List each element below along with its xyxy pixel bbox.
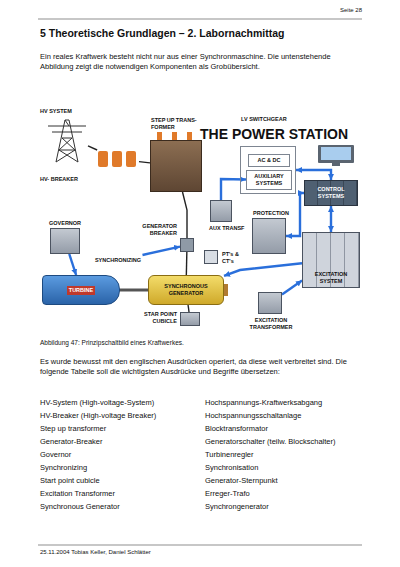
transformer-bushing — [172, 132, 177, 140]
power-line — [186, 252, 188, 275]
node-label: AC & DC — [258, 157, 281, 164]
synchronizing-label: SYNCHRONIZING — [92, 255, 145, 266]
table-cell: Hochspannungs-Kraftwerksabgang — [205, 398, 365, 408]
section-heading: 5 Theoretische Grundlagen – 2. Labornach… — [40, 27, 362, 41]
body-text: Ein reales Kraftwerk besteht nicht nur a… — [40, 52, 362, 72]
table-cell: Erreger-Trafo — [205, 489, 365, 499]
table-cell: Hochspannungsschaltanlage — [205, 411, 365, 421]
header-rule — [38, 19, 362, 20]
step-up-transformer: STEP UP TRANS- FORMER — [150, 140, 202, 192]
table-cell: Start point cubicle — [40, 476, 200, 486]
monitor-stand — [332, 163, 340, 166]
table-cell: Generator-Sternpunkt — [205, 476, 365, 486]
excitation-transformer: EXCITATION TRANSFORMER — [258, 292, 282, 314]
table-cell: Synchronizing — [40, 463, 200, 473]
node-label: SYNCHRONIZING — [95, 257, 141, 264]
table-cell: Blocktransformator — [205, 424, 365, 434]
signal-arrow — [296, 170, 331, 180]
signal-arrow — [224, 263, 302, 276]
node-label: CONTROL SYSTEMS — [305, 186, 357, 200]
node-label: EXCITATION SYSTEM — [303, 271, 359, 285]
transformer-bushing — [187, 132, 192, 140]
signal-arrow — [142, 247, 180, 255]
table-cell: Excitation Transformer — [40, 489, 200, 499]
node-label: HV- BREAKER — [40, 176, 78, 183]
monitor-screen — [321, 147, 351, 160]
signal-arrow — [282, 280, 302, 294]
breaker-pole — [112, 151, 122, 167]
transformer-bushing — [157, 132, 162, 140]
power-line — [183, 192, 188, 238]
turbine: TURBINE — [42, 275, 120, 305]
power-line — [88, 146, 97, 150]
breaker-pole — [98, 151, 108, 167]
signal-arrow — [69, 254, 76, 275]
table-cell: Step up transformer — [40, 424, 200, 434]
body-text: Es wurde bewusst mit den englischen Ausd… — [40, 357, 362, 377]
node-label: AUX TRANSF — [209, 225, 244, 232]
panel-box: AC & DC — [248, 154, 290, 167]
governor-cabinet: GOVERNOR — [50, 228, 80, 254]
table-cell: HV-Breaker (High-voltage Breaker) — [40, 411, 200, 421]
power-line — [187, 305, 189, 312]
star-point-cubicle: STAR POINT CUBICLE — [180, 312, 200, 326]
protection-cabinet: PROTECTION — [252, 218, 286, 254]
instrument-transformer: PT's & CT's — [204, 250, 218, 264]
monitor — [318, 145, 354, 163]
signal-arrow — [221, 179, 246, 200]
signal-arrow — [330, 206, 332, 232]
node-label: GOVERNOR — [49, 220, 81, 227]
diagram-heading: THE POWER STATION — [200, 125, 348, 143]
node-label: PROTECTION — [253, 210, 289, 217]
aux-transformer: AUX TRANSF — [210, 200, 232, 222]
synchronous-generator: SYNCHRONOUS GENERATOR — [148, 275, 224, 305]
generator-breaker: GENERATOR BREAKER — [180, 238, 194, 252]
table-cell: Generatorschalter (teilw. Blockschalter) — [205, 437, 365, 447]
footer-text: 25.11.2004 Tobias Keller, Daniel Schlätt… — [40, 549, 362, 557]
table-cell: Turbinenregler — [205, 450, 365, 460]
node-label: STEP UP TRANS- FORMER — [151, 117, 201, 131]
hv-system: HV SYSTEM — [40, 108, 88, 162]
node-label: HV SYSTEM — [40, 108, 72, 115]
node-label: PT's & CT's — [222, 251, 250, 265]
figure-caption: Abbildung 47: Prinzipschaltbild eines Kr… — [40, 339, 362, 347]
node-label: EXCITATION TRANSFORMER — [245, 317, 297, 331]
node-label: TURBINE — [67, 286, 95, 295]
control-cabinet: CONTROL SYSTEMS — [304, 180, 358, 206]
transmission-tower — [48, 120, 86, 162]
lv-switchgear: AC & DCAUXILIARY SYSTEMSLV SWITCHGEAR — [240, 146, 296, 194]
table-cell: Synchrongenerator — [205, 502, 365, 512]
node-label: SYNCHRONOUS GENERATOR — [149, 283, 223, 297]
node-label: AUXILIARY SYSTEMS — [247, 173, 291, 187]
page-number: Seite 28 — [300, 7, 362, 15]
table-cell: HV-System (High-voltage-System) — [40, 398, 200, 408]
power-line — [139, 162, 150, 163]
excitation-cabinet: EXCITATION SYSTEM — [302, 232, 360, 288]
footer-rule — [38, 545, 362, 546]
panel-box: AUXILIARY SYSTEMS — [246, 170, 292, 190]
table-cell: Generator-Breaker — [40, 437, 200, 447]
node-label: STAR POINT CUBICLE — [131, 311, 177, 325]
table-cell: Synchronisation — [205, 463, 365, 473]
table-cell: Synchronous Generator — [40, 502, 200, 512]
node-label: LV SWITCHGEAR — [241, 116, 287, 123]
breaker-pole — [126, 151, 136, 167]
node-label: GENERATOR BREAKER — [129, 223, 177, 237]
table-cell: Governor — [40, 450, 200, 460]
hv-breaker: HV- BREAKER — [95, 150, 139, 168]
shaft — [120, 289, 150, 292]
